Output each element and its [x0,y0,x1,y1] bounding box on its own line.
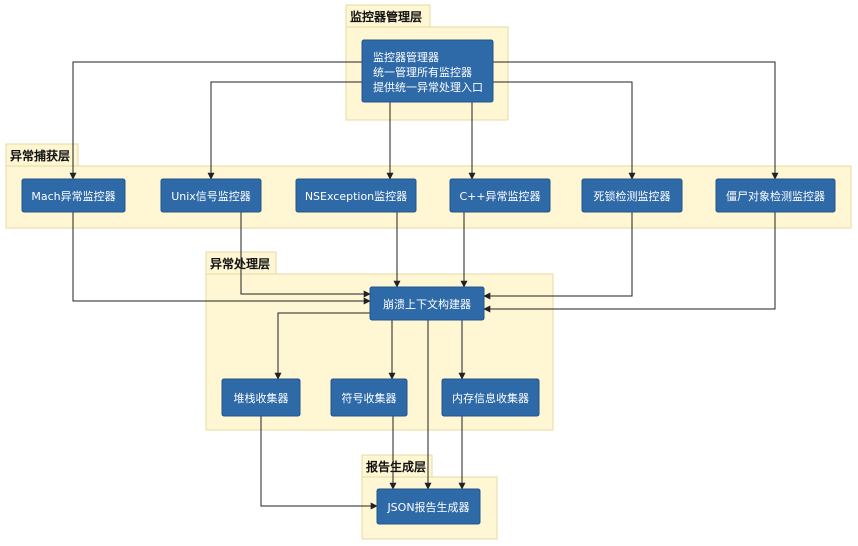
edge-manager-to-zombie [493,61,779,180]
node-cpp-exception-monitor-label: C++异常监控器 [459,189,540,203]
layer-title-exception-capture: 异常捕获层 [10,148,70,163]
layer-title-exception-handling: 异常处理层 [210,256,270,271]
layer-title-report-generation: 报告生成层 [366,459,426,474]
node-cpp-exception-monitor[interactable]: C++异常监控器 [449,178,551,213]
node-memory-info-collector-label: 内存信息收集器 [452,391,529,405]
node-nsexception-monitor-label: NSException监控器 [305,189,407,203]
node-zombie-monitor-label: 僵尸对象检测监控器 [726,189,825,203]
node-stack-collector-label: 堆栈收集器 [234,391,289,405]
node-mach-monitor-label: Mach异常监控器 [31,189,115,203]
node-monitor-manager[interactable]: 监控器管理器 统一管理所有监控器 提供统一异常处理入口 [361,39,494,103]
node-json-report-generator[interactable]: JSON报告生成器 [376,488,481,525]
edge-unix-to-context [240,212,371,298]
edge-mach-to-context [72,212,371,305]
edge-context-to-stack [274,312,370,380]
edge-zombie-to-context [483,212,776,313]
node-unix-signal-monitor-label: Unix信号监控器 [171,189,251,203]
node-stack-collector[interactable]: 堆栈收集器 [221,378,301,417]
edge-manager-to-unix [207,81,362,180]
layer-title-monitor-management: 监控器管理层 [350,9,422,24]
node-monitor-manager-line-3: 提供统一异常处理入口 [373,80,483,94]
node-deadlock-monitor[interactable]: 死锁检测监控器 [581,178,683,213]
edges [69,61,779,510]
node-deadlock-monitor-label: 死锁检测监控器 [594,189,671,203]
node-zombie-monitor[interactable]: 僵尸对象检测监控器 [715,178,836,213]
node-symbol-collector[interactable]: 符号收集器 [330,378,408,417]
node-memory-info-collector[interactable]: 内存信息收集器 [441,378,540,417]
node-nsexception-monitor[interactable]: NSException监控器 [295,178,417,213]
node-symbol-collector-label: 符号收集器 [342,391,397,405]
node-json-report-generator-label: JSON报告生成器 [386,500,469,514]
edge-manager-to-deadlock [493,81,636,180]
node-unix-signal-monitor[interactable]: Unix信号监控器 [160,178,262,213]
node-mach-monitor[interactable]: Mach异常监控器 [21,178,126,213]
edge-manager-to-mach [69,61,362,180]
node-monitor-manager-line-1: 监控器管理器 [373,50,439,64]
edge-stack-to-json [260,416,378,510]
node-crash-context-builder-label: 崩溃上下文构建器 [383,297,471,311]
node-monitor-manager-line-2: 统一管理所有监控器 [373,65,472,79]
node-crash-context-builder[interactable]: 崩溃上下文构建器 [369,286,485,321]
layer-exception-capture: 异常捕获层 [5,143,852,229]
edge-deadlock-to-context [483,212,633,300]
